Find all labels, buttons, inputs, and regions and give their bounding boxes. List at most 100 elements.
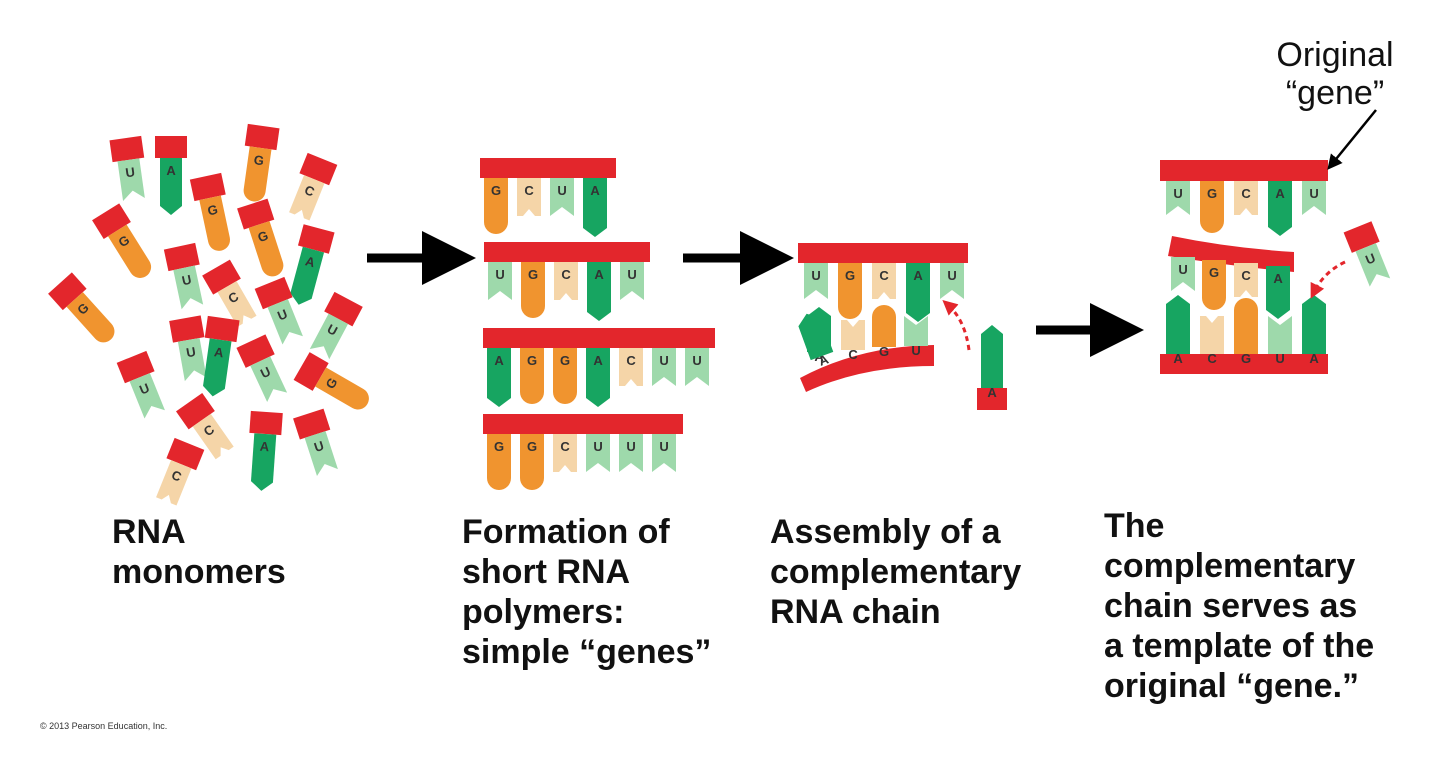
polymer-base-U: U — [685, 348, 709, 386]
monomer-base-U: U — [304, 431, 338, 476]
svg-text:U: U — [1275, 351, 1284, 366]
sugar-phosphate-block — [176, 392, 215, 430]
monomer-base-G: G — [243, 146, 272, 202]
svg-text:A: A — [1273, 271, 1283, 286]
complementary-base-C: C — [1234, 263, 1258, 297]
rna-monomer: G — [92, 203, 152, 278]
sugar-phosphate-block — [977, 388, 1007, 410]
rna-monomer: U — [293, 408, 338, 476]
monomer-base-C: C — [217, 281, 257, 327]
incoming-base: U — [1355, 243, 1391, 287]
original-base-A: A — [1268, 181, 1292, 236]
polymer-base-G: G — [520, 348, 544, 404]
svg-text:A: A — [594, 267, 604, 282]
rna-monomer: C — [289, 152, 338, 221]
svg-text:U: U — [495, 267, 504, 282]
complementary-base-A: A — [1266, 266, 1290, 319]
rna-monomer: C — [156, 437, 205, 506]
polymer-base-U: U — [619, 434, 643, 472]
rna-monomer: G — [237, 198, 284, 277]
polymer-base-A: A — [587, 262, 611, 321]
polymer-base-U: U — [586, 434, 610, 472]
monomer-base-G: G — [66, 292, 115, 343]
polymer-base-G: G — [484, 178, 508, 234]
sugar-phosphate-block — [163, 242, 200, 272]
svg-text:C: C — [879, 268, 889, 283]
rna-monomer: A — [203, 315, 240, 397]
rna-monomer: U — [169, 315, 207, 382]
svg-text:A: A — [304, 253, 318, 270]
caption-rna-monomers: RNA monomers — [112, 513, 286, 591]
svg-text:U: U — [911, 343, 920, 358]
svg-text:U: U — [593, 439, 602, 454]
sugar-phosphate-block — [189, 172, 226, 202]
rna-monomer: U — [116, 350, 165, 419]
svg-text:G: G — [1207, 186, 1217, 201]
caption-short-polymers: Formation of short RNA polymers: simple … — [462, 513, 712, 671]
monomer-base-U: U — [177, 337, 207, 382]
rna-monomer: C — [176, 392, 234, 460]
monomer-base-G: G — [248, 221, 284, 277]
polymer-base-U: U — [620, 262, 644, 300]
new-strand-base-C: C — [1200, 316, 1224, 366]
svg-text:U: U — [557, 183, 566, 198]
svg-text:A: A — [987, 385, 997, 400]
rna-monomer: A — [249, 410, 283, 491]
original-base-U: U — [1302, 181, 1326, 215]
monomer-base-U: U — [267, 299, 303, 345]
svg-text:G: G — [494, 439, 504, 454]
sugar-phosphate-block — [169, 315, 205, 343]
svg-text:U: U — [947, 268, 956, 283]
polymer-backbone — [480, 158, 616, 178]
svg-text:U: U — [811, 268, 820, 283]
sugar-phosphate-block — [166, 437, 205, 471]
new-strand-base-A: A — [1166, 295, 1190, 366]
rna-monomer: G — [293, 352, 369, 410]
polymer-base-U: U — [488, 262, 512, 300]
template-base-A: A — [906, 263, 930, 322]
rna-monomer: G — [48, 272, 115, 343]
sugar-phosphate-block — [48, 272, 87, 311]
polymer-backbone — [483, 414, 683, 434]
svg-text:A: A — [1309, 351, 1319, 366]
complementary-base-U: U — [1171, 257, 1195, 291]
svg-text:C: C — [1241, 268, 1251, 283]
complement-backbone — [800, 345, 934, 392]
incoming-base: A — [981, 325, 1003, 400]
monomer-base-U: U — [129, 373, 165, 419]
rna-monomer: A — [155, 136, 187, 215]
svg-text:U: U — [181, 272, 193, 289]
sugar-phosphate-block — [155, 136, 187, 158]
svg-text:G: G — [253, 152, 265, 168]
polymer-base-C: C — [517, 178, 541, 216]
svg-text:A: A — [817, 351, 832, 369]
sugar-phosphate-block — [293, 408, 331, 440]
svg-text:G: G — [560, 353, 570, 368]
svg-text:A: A — [494, 353, 504, 368]
monomer-base-A: A — [250, 433, 277, 491]
monomer-base-U: U — [309, 313, 349, 360]
rna-monomer: U — [236, 334, 288, 402]
monomer-base-G: G — [315, 367, 369, 410]
template-backbone — [798, 243, 968, 263]
svg-text:A: A — [590, 183, 600, 198]
complementary-assembly: UGCAUACGUAA — [798, 243, 1007, 410]
monomer-base-U: U — [173, 265, 204, 310]
svg-text:U: U — [124, 164, 135, 180]
polymer-base-G: G — [521, 262, 545, 318]
template-base-G: G — [838, 263, 862, 319]
svg-text:U: U — [1178, 262, 1187, 277]
svg-text:A: A — [593, 353, 603, 368]
sugar-phosphate-block — [204, 315, 240, 343]
new-strand-base-A: A — [1302, 295, 1326, 366]
svg-text:C: C — [1207, 351, 1217, 366]
rna-monomer: U — [163, 242, 204, 310]
polymer-base-G: G — [487, 434, 511, 490]
polymer-backbone — [483, 328, 715, 348]
svg-text:U: U — [1173, 186, 1182, 201]
svg-text:A: A — [166, 163, 176, 178]
monomer-base-U: U — [250, 356, 288, 402]
polymer-base-U: U — [550, 178, 574, 216]
